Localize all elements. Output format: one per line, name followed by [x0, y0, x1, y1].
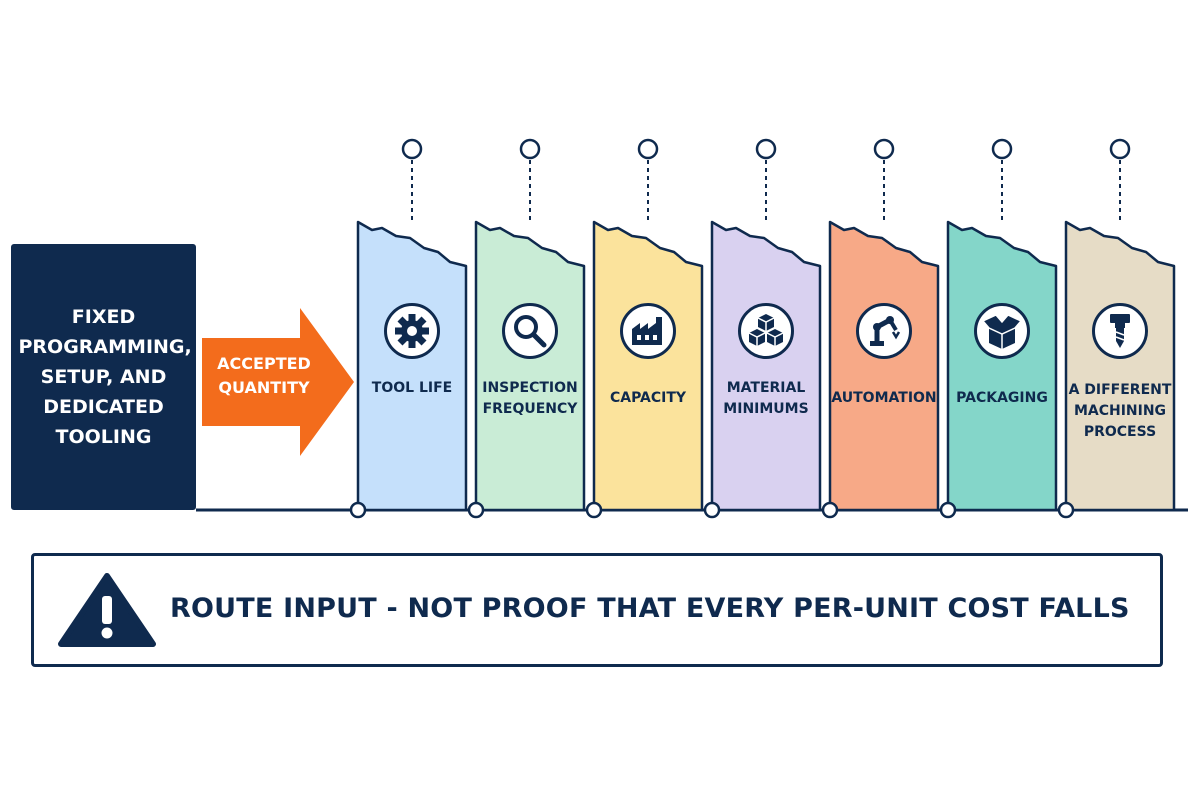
warning-icon [58, 573, 156, 647]
card-top-marker [755, 138, 777, 160]
warning-text: ROUTE INPUT - NOT PROOF THAT EVERY PER-U… [170, 593, 1130, 624]
baseline-node [939, 501, 957, 519]
card-top-marker [991, 138, 1013, 160]
card-body [710, 220, 822, 512]
gear-icon [384, 303, 440, 359]
stage-label: CAPACITY [609, 390, 687, 406]
card-body [1064, 220, 1176, 512]
card-body [474, 220, 586, 512]
stage-card [703, 138, 822, 519]
accepted-quantity-label: ACCEPTED QUANTITY [217, 354, 311, 397]
card-top-marker [1109, 138, 1131, 160]
fixed-costs-box: FIXED PROGRAMMING, SETUP, AND DEDICATED … [11, 244, 196, 510]
fixed-costs-label: FIXED PROGRAMMING, SETUP, AND DEDICATED … [18, 306, 192, 448]
stage-label: AUTOMATION [831, 390, 937, 406]
stage-card [821, 138, 940, 519]
baseline-node [703, 501, 721, 519]
baseline-node [1057, 501, 1075, 519]
box-icon [974, 303, 1030, 359]
factory-icon [620, 303, 676, 359]
card-body [356, 220, 468, 512]
arrow-shape [202, 308, 354, 456]
stage-label: PACKAGING [956, 390, 1048, 406]
card-top-marker [637, 138, 659, 160]
card-body [828, 220, 940, 512]
stage-label: INSPECTION FREQUENCY [482, 380, 578, 417]
stage-card [1057, 138, 1176, 519]
magnifier-icon [502, 303, 558, 359]
baseline-node [349, 501, 367, 519]
robot-arm-icon [856, 303, 912, 359]
stage-card [467, 138, 586, 519]
stage-card [939, 138, 1058, 519]
stage-label: MATERIAL MINIMUMS [723, 380, 809, 417]
stage-lines [196, 138, 1188, 519]
stage-card [349, 138, 468, 519]
card-top-marker [873, 138, 895, 160]
card-top-marker [401, 138, 423, 160]
baseline-node [821, 501, 839, 519]
card-top-marker [519, 138, 541, 160]
card-body [592, 220, 704, 512]
baseline-node [467, 501, 485, 519]
warning-banner: ROUTE INPUT - NOT PROOF THAT EVERY PER-U… [31, 553, 1163, 667]
stage-label: TOOL LIFE [371, 380, 453, 396]
accepted-quantity-arrow: ACCEPTED QUANTITY [202, 308, 354, 456]
stage-card [585, 138, 704, 519]
card-body [946, 220, 1058, 512]
baseline-node [585, 501, 603, 519]
cubes-icon [738, 303, 794, 359]
drill-icon [1092, 303, 1148, 359]
stage-label: A DIFFERENT MACHINING PROCESS [1068, 382, 1172, 440]
